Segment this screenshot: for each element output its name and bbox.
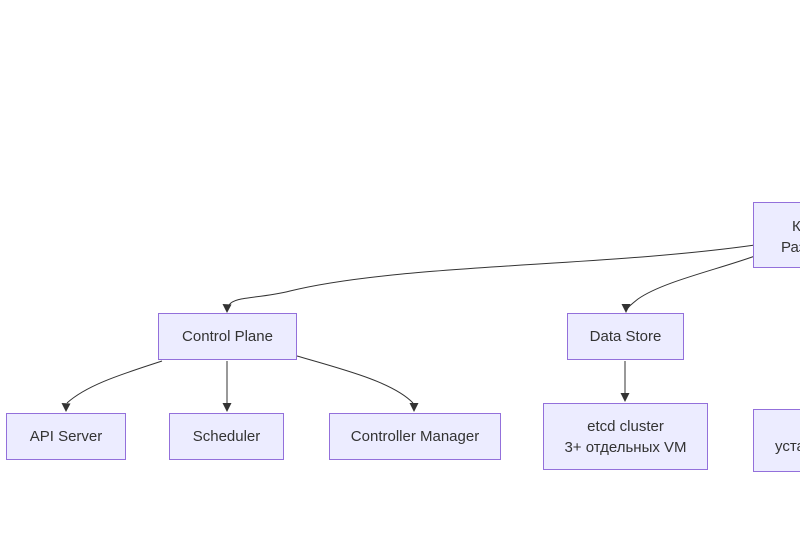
node-api-server: API Server [6, 413, 126, 460]
node-etcd-cluster-label: etcd cluster 3+ отдельных VM [564, 416, 686, 458]
node-clipped-bottom-right: уста [753, 409, 800, 472]
edge-topright-to-control-plane [222, 244, 756, 313]
edge-control-plane-to-controller-manager [296, 355, 419, 412]
node-data-store: Data Store [567, 313, 684, 360]
edge-topright-to-data-store [621, 255, 756, 313]
node-control-plane-label: Control Plane [182, 328, 273, 345]
node-scheduler: Scheduler [169, 413, 284, 460]
node-clipped-top-right-line1: К [792, 218, 800, 235]
node-control-plane: Control Plane [158, 313, 297, 360]
node-etcd-cluster-line1: etcd cluster [587, 417, 664, 435]
edge-data-store-to-etcd [620, 361, 630, 402]
node-etcd-cluster: etcd cluster 3+ отдельных VM [543, 403, 708, 470]
node-etcd-cluster-line2: 3+ отдельных VM [564, 438, 687, 456]
node-clipped-bottom-right-line1: уста [775, 438, 800, 455]
node-controller-manager-label: Controller Manager [350, 428, 480, 445]
edge-control-plane-to-api-server [61, 360, 163, 412]
node-clipped-top-right: К Раз [753, 202, 800, 268]
node-data-store-label: Data Store [589, 328, 662, 345]
edge-control-plane-to-scheduler [222, 361, 232, 412]
node-api-server-label: API Server [29, 428, 103, 445]
node-clipped-top-right-line2: Раз [781, 239, 800, 256]
node-controller-manager: Controller Manager [329, 413, 501, 460]
node-scheduler-label: Scheduler [192, 428, 261, 445]
